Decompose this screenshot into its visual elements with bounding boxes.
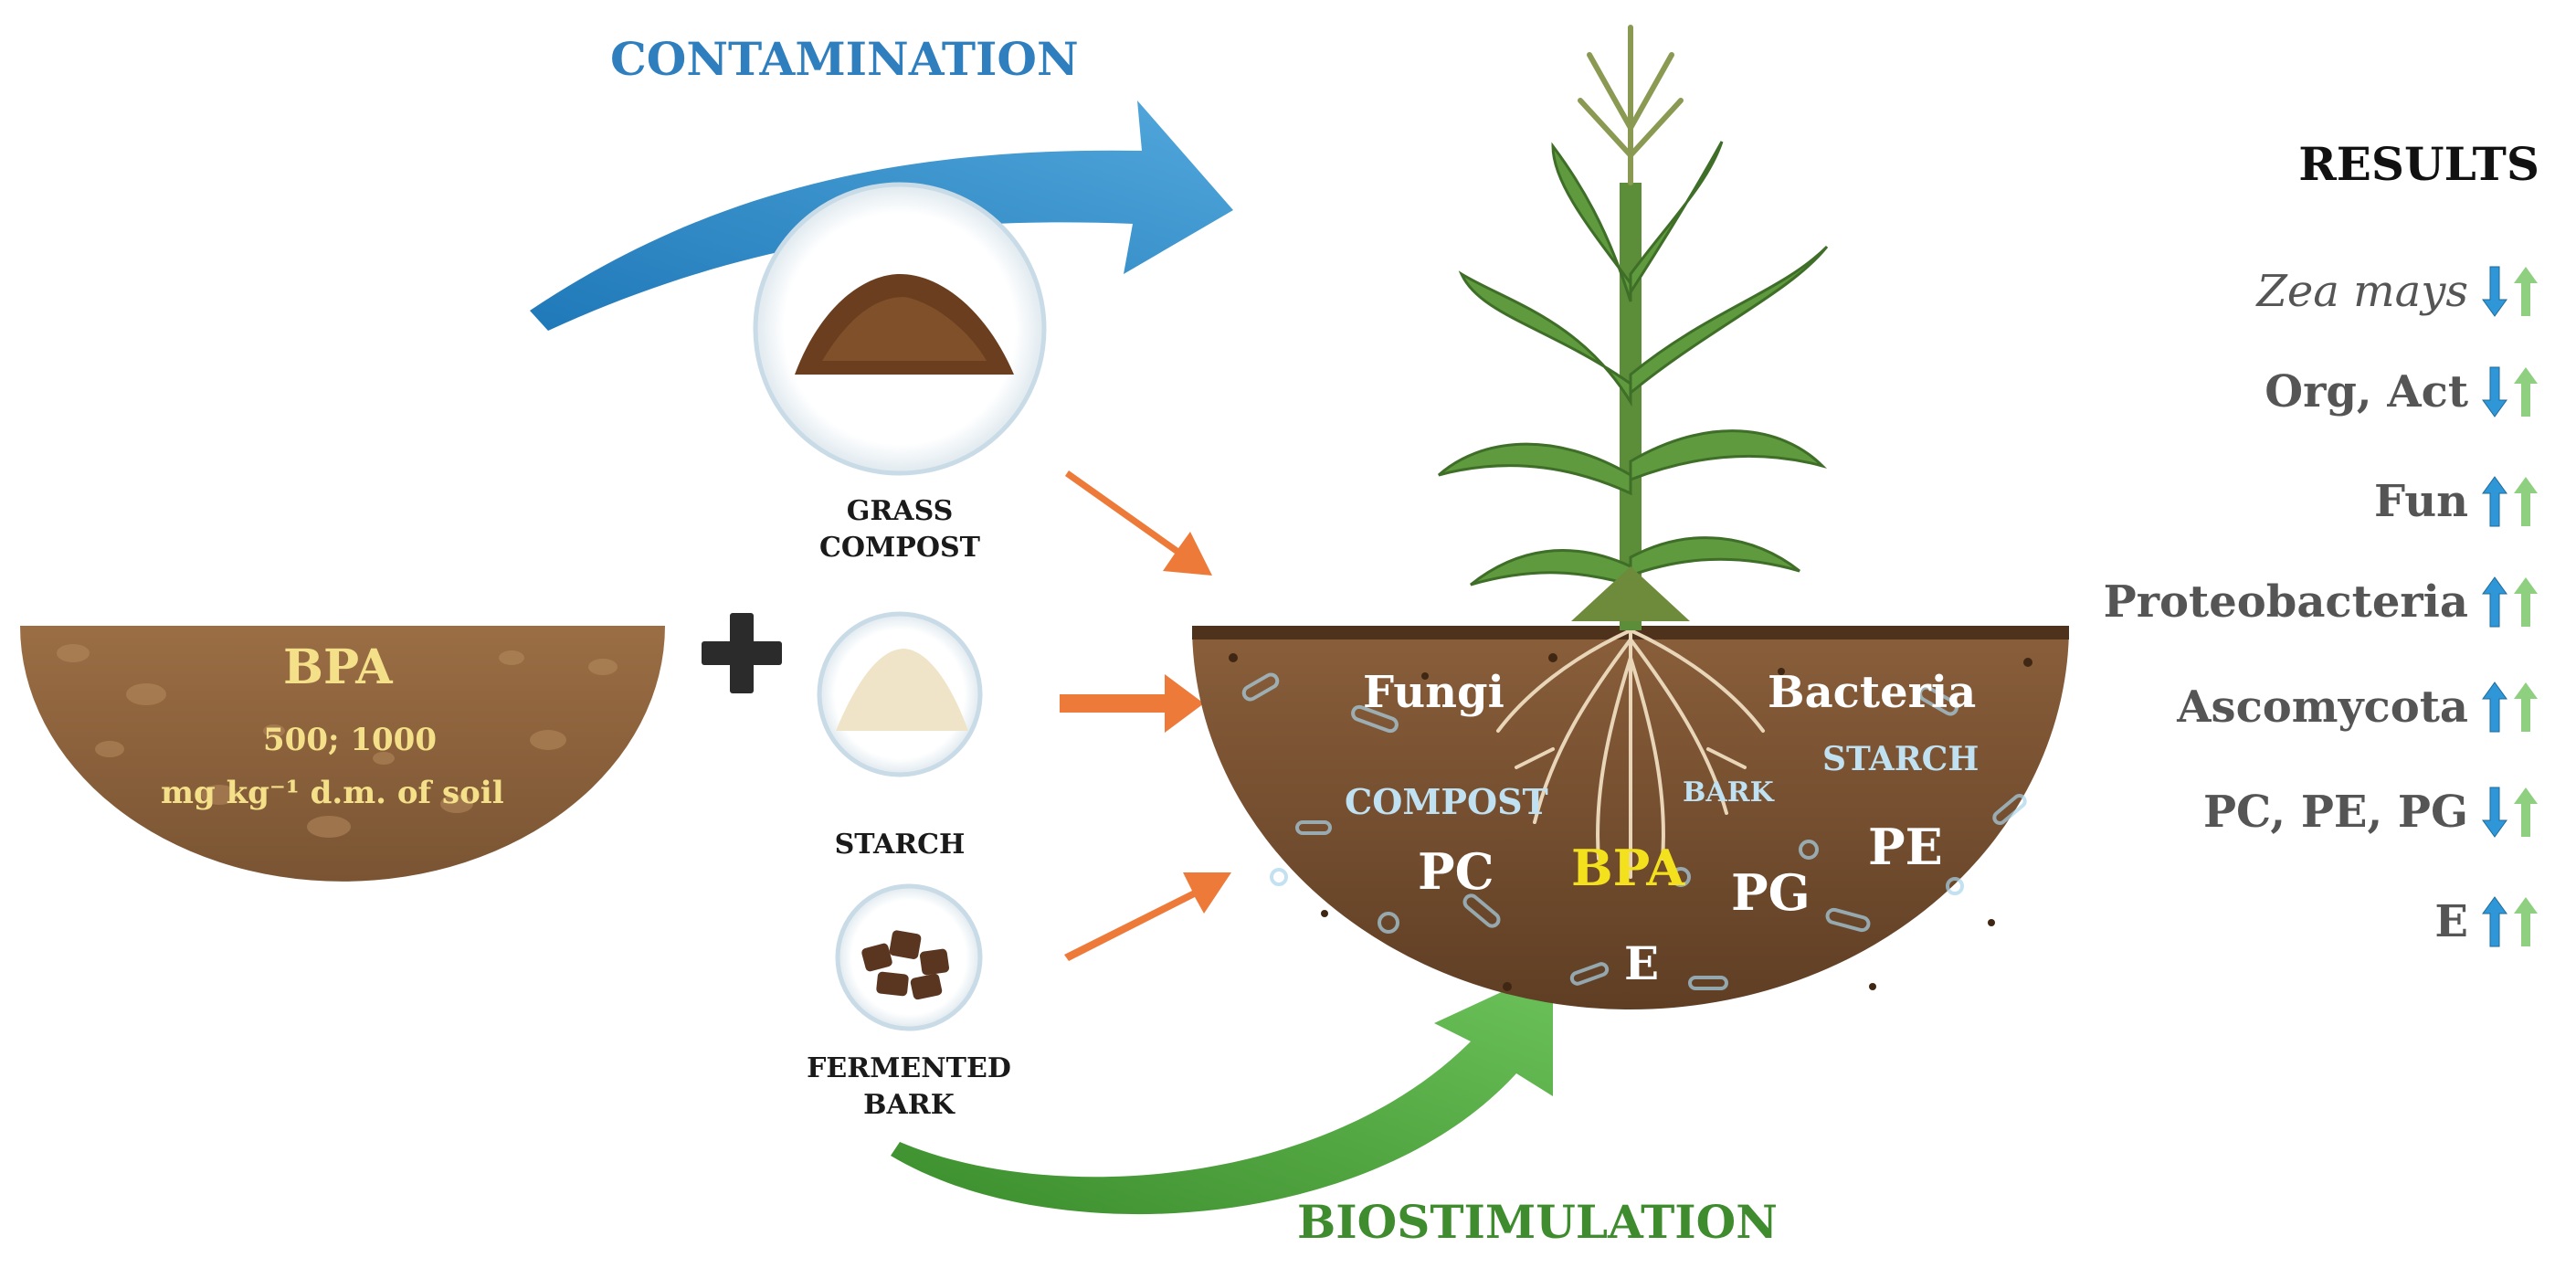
- grass-compost-label: GRASS COMPOST: [799, 493, 1000, 566]
- results-row-label: PC, PE, PG: [2202, 787, 2468, 838]
- soil-label-pc: PC: [1418, 842, 1494, 901]
- plus-sign: [702, 613, 782, 693]
- up-arrow-icon: [2514, 367, 2538, 417]
- results-row: Fun: [2374, 475, 2539, 528]
- bpa-unit: mg kg⁻¹ d.m. of soil: [161, 775, 504, 811]
- soil-label-compost: COMPOST: [1345, 781, 1548, 822]
- starch-label-line1: STARCH: [834, 829, 966, 861]
- bpa-title: BPA: [283, 639, 393, 695]
- plant-roots: [1496, 624, 1765, 879]
- corn-plant: [1438, 25, 1829, 630]
- results-row-arrows: [2481, 265, 2539, 318]
- soil-microbes: [1241, 672, 2027, 990]
- down-arrow-icon: [2482, 366, 2507, 417]
- fermented-bark-label-line2: BARK: [863, 1089, 955, 1121]
- orange-arrows: [1060, 470, 1231, 961]
- results-row-arrows: [2481, 475, 2539, 528]
- results-row-label: Fun: [2373, 476, 2468, 527]
- up-arrow-icon: [2482, 476, 2507, 527]
- up-arrow-icon: [2482, 896, 2507, 947]
- results-row-label: Proteobacteria: [2103, 576, 2468, 628]
- results-row-arrows: [2481, 786, 2539, 839]
- results-row-label: Ascomycota: [2177, 682, 2468, 733]
- up-arrow-icon: [2482, 682, 2507, 733]
- up-arrow-icon: [2514, 477, 2538, 526]
- down-arrow-icon: [2482, 266, 2507, 317]
- results-row: Zea mays: [2256, 265, 2539, 318]
- results-row-label: E: [2434, 896, 2468, 947]
- up-arrow-icon: [2514, 682, 2538, 732]
- biostimulation-arrow: [891, 968, 1553, 1215]
- grass-compost-label-line2: COMPOST: [819, 532, 980, 564]
- contamination-label: CONTAMINATION: [610, 32, 1079, 86]
- up-arrow-icon: [2514, 787, 2538, 837]
- results-row: Proteobacteria: [2104, 576, 2539, 629]
- bpa-dose: 500; 1000: [263, 722, 437, 758]
- grass-compost-label-line1: GRASS: [846, 495, 954, 527]
- grass-compost-image: [753, 182, 1047, 476]
- results-row-arrows: [2481, 681, 2539, 734]
- results-row-label: Zea mays: [2256, 266, 2468, 317]
- results-row: E: [2434, 895, 2539, 948]
- results-row-label: Org, Act: [2265, 366, 2468, 417]
- starch-label: STARCH: [808, 827, 991, 863]
- results-row: Ascomycota: [2177, 681, 2539, 734]
- soil-specks: [1229, 653, 2032, 991]
- results-row-arrows: [2481, 365, 2539, 418]
- fermented-bark-image: [835, 883, 983, 1031]
- results-title: RESULTS: [2298, 137, 2539, 191]
- soil-label-pg: PG: [1731, 863, 1811, 922]
- fermented-bark-label: FERMENTED BARK: [799, 1051, 1019, 1124]
- bpa-soil-half-disc: [20, 626, 665, 882]
- up-arrow-icon: [2514, 897, 2538, 946]
- down-arrow-icon: [2482, 787, 2507, 838]
- biostimulation-label: BIOSTIMULATION: [1297, 1195, 1778, 1249]
- soil-label-starch: STARCH: [1822, 740, 1980, 778]
- up-arrow-icon: [2514, 267, 2538, 316]
- up-arrow-icon: [2482, 576, 2507, 628]
- fermented-bark-label-line1: FERMENTED: [807, 1052, 1011, 1084]
- up-arrow-icon: [2514, 577, 2538, 627]
- results-row-arrows: [2481, 895, 2539, 948]
- left-soil-pebbles: [57, 644, 618, 838]
- results-row: PC, PE, PG: [2203, 786, 2539, 839]
- soil-label-e: E: [1624, 936, 1660, 990]
- soil-label-pe: PE: [1868, 818, 1943, 876]
- soil-label-fungi: Fungi: [1363, 667, 1504, 718]
- starch-image: [817, 611, 983, 777]
- results-row-arrows: [2481, 576, 2539, 629]
- soil-label-bpa: BPA: [1571, 839, 1685, 897]
- soil-label-bark: BARK: [1683, 777, 1774, 808]
- results-row: Org, Act: [2265, 365, 2539, 418]
- soil-label-bacteria: Bacteria: [1768, 667, 1977, 718]
